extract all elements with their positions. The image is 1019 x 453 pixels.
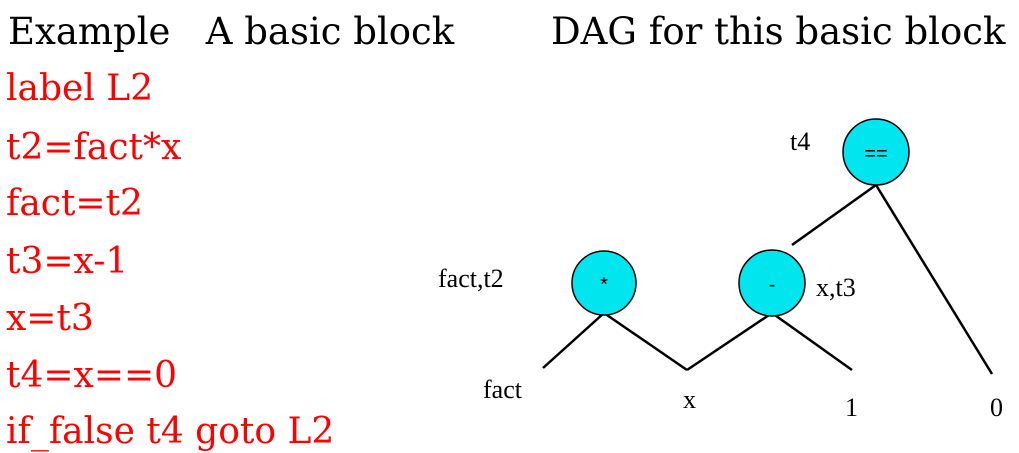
node-eq-op: == [864,143,887,165]
leaf-zero: 0 [990,393,1003,422]
code-line-6: t4=x==0 [6,355,178,396]
node-sub-op: - [769,274,776,296]
node-eq-label: t4 [790,127,810,156]
code-line-2: t2=fact*x [6,127,182,168]
leaf-one: 1 [845,393,858,422]
edge-sub-one [771,311,853,372]
node-sub-label: x,t3 [816,273,856,302]
code-line-1: label L2 [6,68,154,109]
leaf-fact: fact [483,375,523,404]
edge-mul-x [603,311,688,372]
heading-dag: DAG for this basic block [551,10,1006,53]
node-sub-circle [738,249,806,317]
dag-edges [542,183,994,375]
code-line-5: x=t3 [6,298,94,339]
node-mul-op: * [600,274,608,296]
node-mul-label: fact,t2 [438,264,504,293]
heading-example: Example A basic block [8,10,455,53]
dag-node-mul: * [571,250,637,316]
edge-eq-sub [791,183,877,247]
dag-node-eq: == [842,118,910,186]
edge-mul-fact [542,312,605,369]
edge-eq-zero [874,184,994,375]
node-eq-circle [842,118,910,186]
edge-sub-x [686,311,773,372]
node-mul-circle [571,250,637,316]
code-line-7: if_false t4 goto L2 [6,411,335,452]
leaf-x: x [683,385,696,414]
code-line-4: t3=x-1 [6,241,129,282]
code-line-3: fact=t2 [6,183,143,224]
dag-node-sub: - [738,249,806,317]
heading-basic-block: A basic block [205,10,455,53]
